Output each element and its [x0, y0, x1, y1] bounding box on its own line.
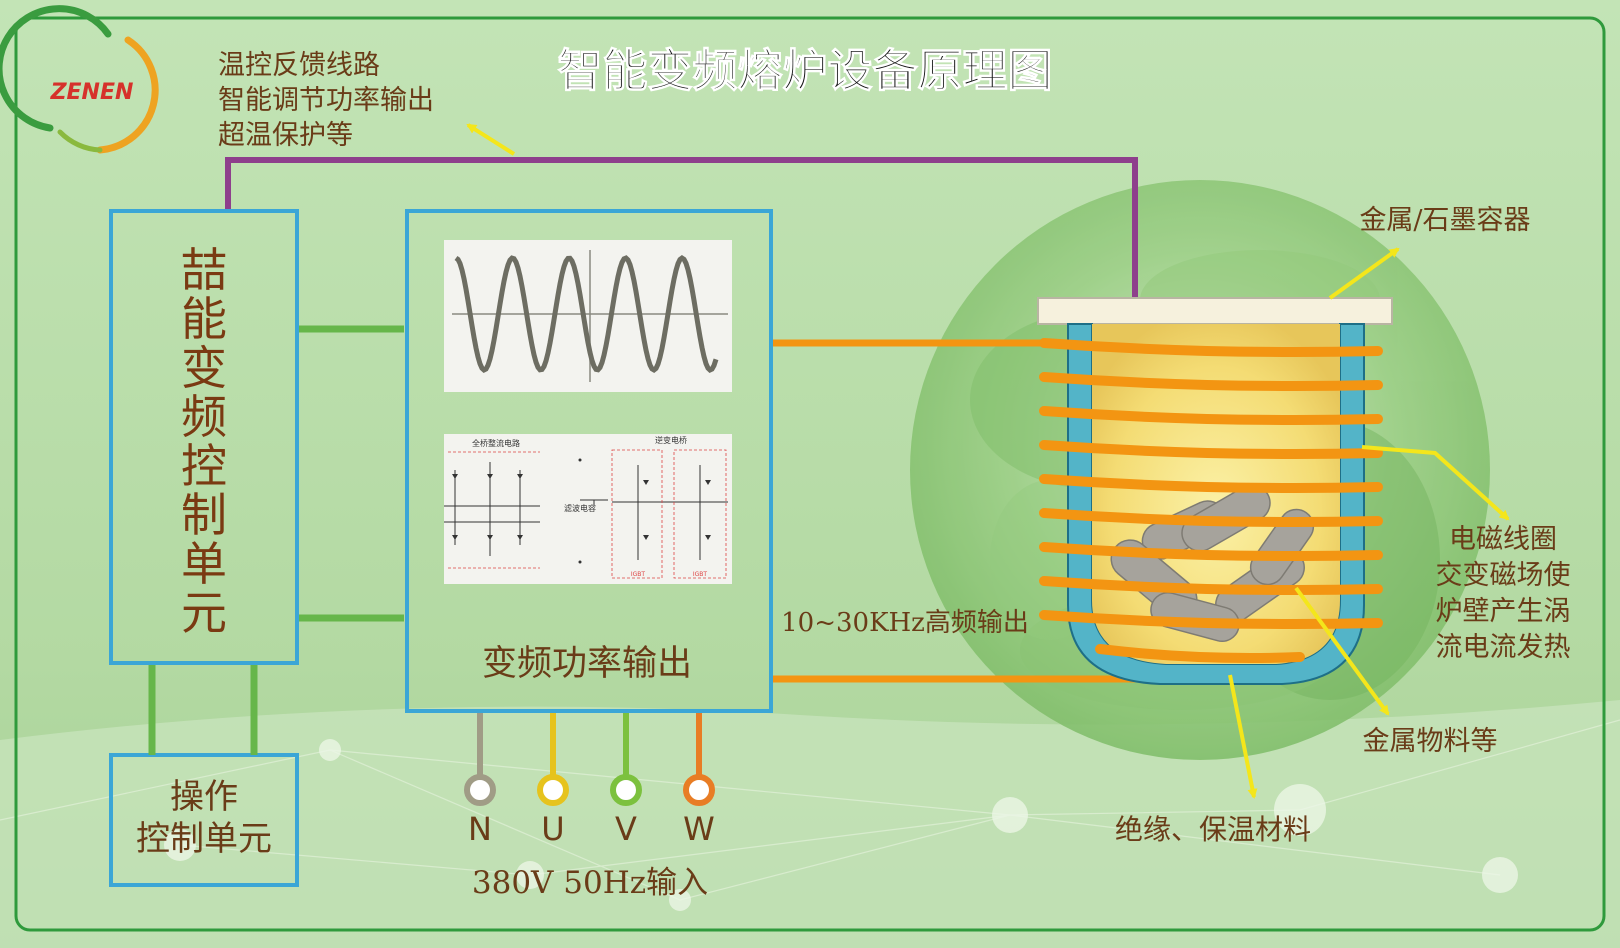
- coil-turn: [1039, 338, 1383, 357]
- network-nodes: [164, 739, 1518, 911]
- material-arrow: [1294, 586, 1390, 716]
- input-label: 380V 50Hz输入: [472, 865, 708, 901]
- coil-turn: [1039, 406, 1383, 425]
- feedback-line-1: 温控反馈线路: [218, 50, 380, 81]
- phase-labels: N U V W: [468, 810, 715, 848]
- operation-unit-line-2: 控制单元: [136, 819, 272, 859]
- terminal-v: [610, 774, 642, 806]
- outer-frame: [14, 16, 1606, 932]
- filter-label: 滤波电容: [564, 503, 596, 513]
- feedback-line-2: 智能调节功率输出: [218, 85, 434, 116]
- feedback-line-3: 超温保护等: [218, 120, 353, 151]
- terminal-w: [683, 774, 715, 806]
- coil-label-line-3: 炉壁产生涡: [1436, 596, 1571, 627]
- coil-label-line-2: 交变磁场使: [1436, 560, 1571, 591]
- coil-turn: [1039, 542, 1383, 561]
- waveform-panel: [444, 240, 732, 392]
- material-label: 金属物料等: [1363, 726, 1498, 757]
- operation-unit-line-1: 操作: [170, 777, 238, 817]
- operation-unit-box: [109, 753, 299, 887]
- coil-turn: [1039, 474, 1383, 493]
- coil-turn: [1039, 440, 1383, 459]
- terminal-n: [464, 774, 496, 806]
- hf-output-label: 10~30KHz高频输出: [781, 608, 1029, 638]
- coil-turn: [1039, 576, 1383, 595]
- induction-coil: [1039, 338, 1383, 663]
- power-output-label: 变频功率输出: [482, 644, 692, 684]
- phase-label-v: V: [615, 810, 637, 848]
- container-label: 金属/石墨容器: [1359, 205, 1530, 236]
- crucible: [1037, 297, 1393, 685]
- coil-label: 电磁线圈 交变磁场使 炉壁产生涡 流电流发热: [1436, 524, 1571, 663]
- zenen-logo: ZENEN: [0, 5, 159, 154]
- circuit-schematic: 全桥整流电路 逆变电桥 滤波电容 IGBT IGBT: [444, 434, 732, 584]
- phase-label-u: U: [541, 810, 564, 848]
- insulation-label: 绝缘、保温材料: [1115, 813, 1311, 846]
- coil-label-line-4: 流电流发热: [1436, 632, 1571, 663]
- feedback-wire: [225, 157, 1138, 298]
- coil-turn: [1039, 372, 1383, 391]
- network-decoration: [0, 719, 1620, 901]
- diagram-title: 智能变频熔炉设备原理图: [557, 44, 1052, 97]
- control-unit-label: 喆能变频控制单元: [181, 243, 227, 640]
- igbt-label-2: IGBT: [693, 571, 708, 578]
- coil-arrow: [1361, 445, 1510, 521]
- inverter-label: 逆变电桥: [655, 435, 687, 445]
- coil-turn: [1039, 508, 1383, 527]
- feedback-arrow: [466, 123, 516, 156]
- rectifier-label: 全桥整流电路: [472, 438, 520, 448]
- phase-label-w: W: [683, 810, 715, 848]
- crucible-lid: [1037, 297, 1393, 325]
- phase-label-n: N: [468, 810, 492, 848]
- phase-wires: [477, 713, 702, 778]
- igbt-label-1: IGBT: [631, 571, 646, 578]
- control-wires: [148, 325, 404, 755]
- feedback-text: 温控反馈线路 智能调节功率输出 超温保护等: [218, 50, 434, 151]
- sine-waveform: [454, 254, 719, 374]
- coil-turn: [1095, 644, 1305, 663]
- coil-label-line-1: 电磁线圈: [1449, 524, 1557, 555]
- terminal-u: [537, 774, 569, 806]
- control-unit-box: [109, 209, 299, 665]
- coil-turn: [1039, 610, 1383, 629]
- insulation-arrow: [1228, 674, 1258, 799]
- container-arrow: [1328, 247, 1400, 300]
- power-output-box: [405, 209, 773, 713]
- phase-terminals: [464, 774, 715, 806]
- ground-glow: [0, 700, 1620, 948]
- logo-text: ZENEN: [50, 80, 134, 105]
